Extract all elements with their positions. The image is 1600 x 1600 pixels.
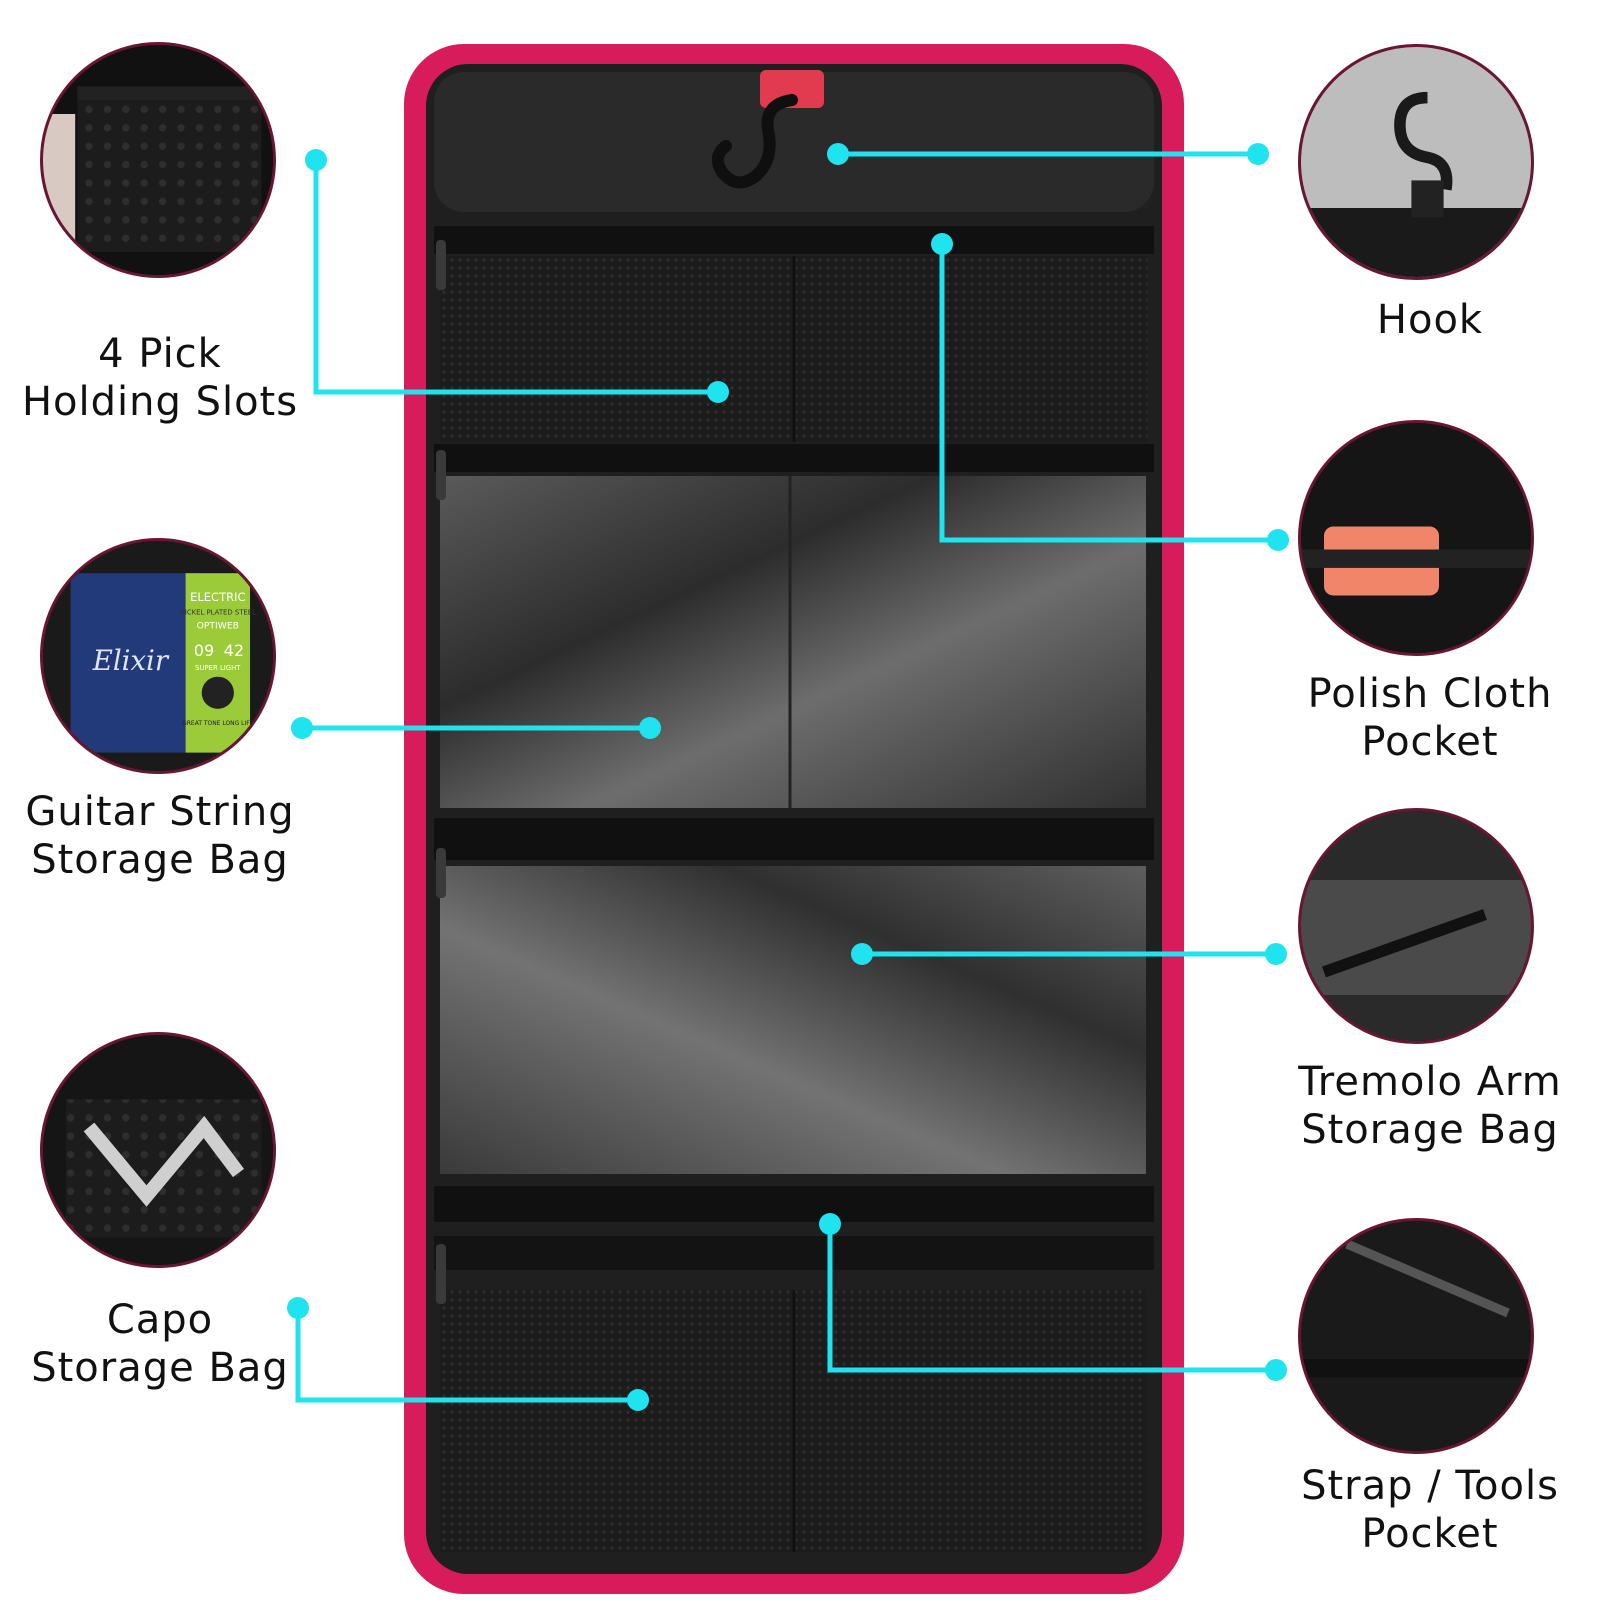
zipper-4 [434,1186,1154,1222]
leader-hook-end-dot [1247,143,1269,165]
leader-tremolo-bag-start-dot [851,943,873,965]
svg-text:GREAT TONE LONG LIFE: GREAT TONE LONG LIFE [182,720,254,727]
hook-shape [711,94,798,189]
svg-text:09: 09 [194,641,214,660]
string-clear-pocket [440,476,1146,808]
svg-text:OPTIWEB: OPTIWEB [197,620,239,631]
leader-tremolo-bag-end-dot [1265,943,1287,965]
svg-text:NICKEL PLATED STEEL: NICKEL PLATED STEEL [180,609,256,617]
svg-text:ELECTRIC: ELECTRIC [190,590,245,604]
hook-label: Hook [1376,297,1484,343]
tremolo-bag-thumb [1298,808,1534,1044]
svg-text:42: 42 [224,641,244,660]
leader-strap-tools-start-dot [819,1213,841,1235]
leader-capo-bag [295,1308,638,1403]
capo-icon [43,1035,273,1265]
zipper-2 [434,444,1154,472]
cloth-icon [1301,423,1531,653]
leader-string-bag-end-dot [639,717,661,739]
leader-strap-tools [827,1224,1276,1373]
string-pack-icon: Elixir ELECTRIC NICKEL PLATED STEEL OPTI… [43,541,273,771]
pack-brand: Elixir [92,644,170,677]
svg-text:SUPER LIGHT: SUPER LIGHT [195,664,241,672]
leader-string-bag-start-dot [291,717,313,739]
mesh-pocket-icon [43,45,273,275]
leader-pick-slots [313,160,718,395]
leader-polish-cloth-start-dot [931,233,953,255]
string-bag-thumb: Elixir ELECTRIC NICKEL PLATED STEEL OPTI… [40,538,276,774]
tremolo-clear-pocket [440,866,1146,1174]
zipper-5 [434,1236,1154,1270]
polish-cloth-thumb [1298,420,1534,656]
leader-strap-tools-end-dot [1265,1359,1287,1381]
leader-pick-slots-start-dot [305,149,327,171]
zipper-1 [434,226,1154,254]
leader-capo-bag-end-dot [627,1389,649,1411]
zipper-3 [434,818,1154,860]
leader-capo-bag-start-dot [287,1297,309,1319]
pick-slots-thumb [40,42,276,278]
strap-pocket-icon [1301,1221,1531,1451]
leader-pick-slots-end-dot [707,381,729,403]
leader-hook-start-dot [827,143,849,165]
leader-polish-cloth [939,244,1278,543]
hook-strap [760,70,824,108]
leader-polish-cloth-end-dot [1267,529,1289,551]
capo-bag-thumb [40,1032,276,1268]
hook-flap [434,72,1154,212]
strap-tools-thumb [1298,1218,1534,1454]
tremolo-arm-icon [1301,811,1531,1041]
